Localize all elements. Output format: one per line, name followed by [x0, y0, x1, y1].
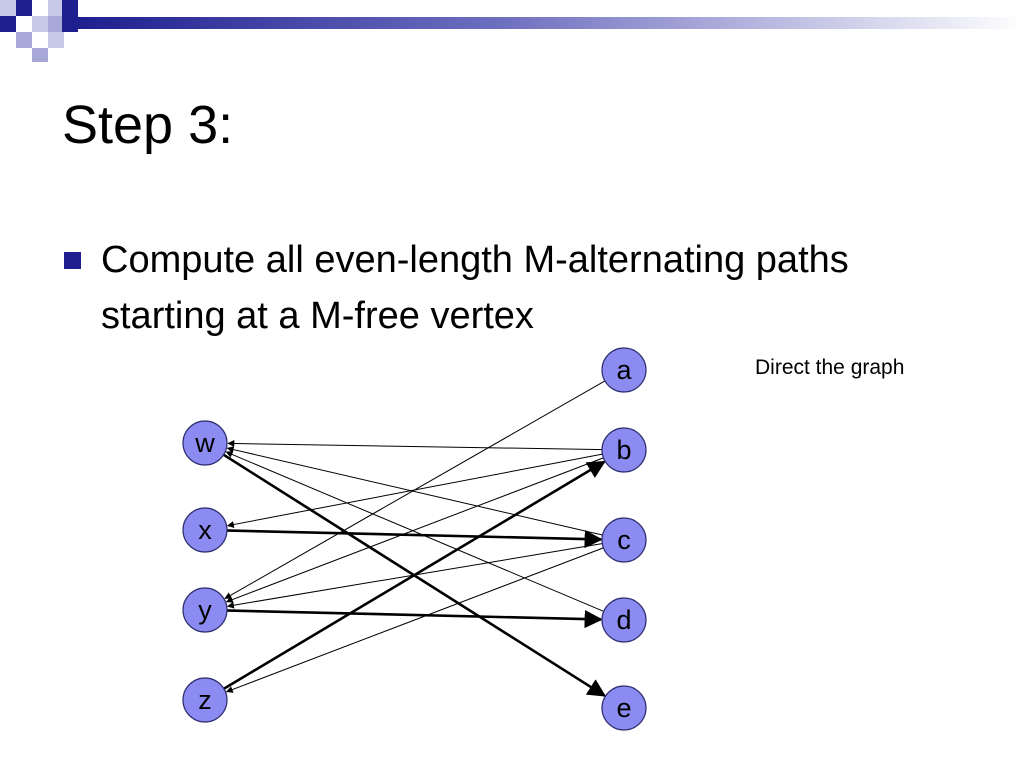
bullet-square-icon [64, 252, 81, 269]
node-d: d [601, 597, 647, 643]
node-label-e: e [616, 693, 631, 723]
node-label-c: c [617, 525, 631, 555]
bullet-item: Compute all even-length M-alternating pa… [62, 232, 962, 344]
edge-z-b [221, 460, 606, 691]
node-label-z: z [198, 685, 212, 715]
node-z: z [182, 677, 228, 723]
node-label-b: b [616, 435, 631, 465]
edge-c-z [225, 546, 606, 693]
header-decoration [0, 0, 1024, 62]
node-w: w [182, 420, 228, 466]
node-label-w: w [194, 428, 215, 458]
node-a: a [601, 347, 647, 393]
edge-c-w [226, 446, 605, 536]
edge-x-c [224, 529, 603, 549]
edge-d-w [225, 451, 606, 613]
node-label-a: a [616, 355, 632, 385]
node-y: y [182, 587, 228, 633]
node-label-d: d [616, 605, 631, 635]
edge-y-d [224, 609, 603, 629]
edge-b-w [227, 439, 605, 451]
node-e: e [601, 685, 647, 731]
node-label-x: x [198, 515, 212, 545]
direct-graph-note: Direct the graph [755, 356, 905, 379]
node-x: x [182, 507, 228, 553]
edge-a-y [224, 379, 607, 600]
node-b: b [601, 427, 647, 473]
node-c: c [601, 517, 647, 563]
edge-b-y [225, 456, 606, 603]
node-label-y: y [198, 595, 212, 625]
bullet-text: Compute all even-length M-alternating pa… [101, 239, 849, 337]
slide-title: Step 3: [62, 95, 234, 155]
edge-c-y [226, 542, 605, 609]
